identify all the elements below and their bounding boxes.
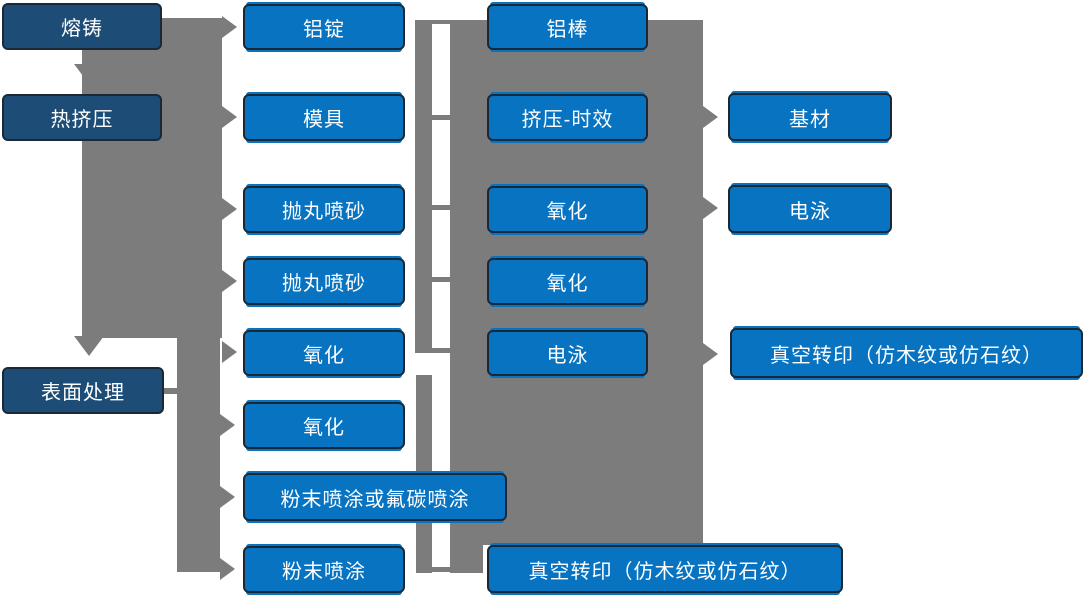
arrow-to-powder-coating-icon — [220, 558, 235, 580]
arrow-to-base-material-icon — [703, 106, 718, 128]
connector-row5 — [432, 348, 450, 353]
node-label: 粉末喷涂 — [282, 561, 366, 583]
node-melting-casting: 熔铸 — [2, 3, 162, 50]
node-extrusion-aging: 挤压-时效 — [487, 94, 648, 141]
arrow-down-to-surface-treatment-icon — [74, 336, 104, 356]
node-label: 氧化 — [546, 273, 589, 295]
node-label: 基材 — [789, 108, 831, 131]
node-label: 真空转印（仿木纹或仿石纹） — [770, 344, 1043, 367]
node-shot-blasting-1: 抛丸喷砂 — [243, 186, 405, 233]
node-label: 模具 — [303, 109, 345, 131]
node-label: 挤压-时效 — [521, 109, 614, 131]
connector-row1 — [432, 20, 450, 24]
node-oxidation-4: 氧化 — [487, 258, 648, 305]
node-label: 热挤压 — [50, 109, 114, 131]
node-powder-coating: 粉末喷涂 — [243, 546, 405, 593]
connector-row3 — [432, 205, 450, 210]
node-label: 电泳 — [789, 200, 831, 223]
arrow-to-vacuum-transfer-right-icon — [703, 343, 718, 365]
connector-surface-stub — [164, 388, 177, 394]
connector-row4 — [432, 277, 450, 282]
node-label: 粉末喷涂或氟碳喷涂 — [280, 488, 470, 511]
node-label: 抛丸喷砂 — [282, 201, 366, 223]
arrow-to-oxidation-1-icon — [222, 341, 237, 363]
node-oxidation-1: 氧化 — [243, 330, 405, 376]
arrow-to-powder-fluorocarbon-icon — [220, 486, 235, 508]
node-label: 熔铸 — [61, 18, 103, 40]
panel-bottom-extension — [450, 545, 483, 573]
node-aluminum-rod: 铝棒 — [487, 4, 648, 50]
node-base-material: 基材 — [728, 93, 892, 141]
node-label: 氧化 — [303, 417, 345, 439]
arrow-to-electrophoresis-2-icon — [703, 197, 718, 219]
node-shot-blasting-2: 抛丸喷砂 — [243, 258, 405, 305]
node-surface-treatment: 表面处理 — [2, 367, 164, 414]
bus-left-lower — [177, 338, 220, 572]
arrow-to-aluminum-ingot-icon — [222, 16, 237, 38]
node-label: 表面处理 — [41, 382, 125, 404]
arrow-to-shot-blasting-1-icon — [222, 198, 237, 220]
node-powder-or-fluorocarbon: 粉末喷涂或氟碳喷涂 — [243, 473, 507, 521]
node-aluminum-ingot: 铝锭 — [243, 4, 405, 50]
arrow-to-shot-blasting-2-icon — [222, 270, 237, 292]
arrow-down-to-hot-extrusion-icon — [74, 64, 104, 84]
node-oxidation-2: 氧化 — [243, 402, 405, 449]
node-label: 氧化 — [303, 344, 345, 367]
node-label: 铝锭 — [303, 18, 345, 41]
node-label: 抛丸喷砂 — [282, 273, 366, 295]
node-label: 电泳 — [546, 344, 589, 367]
connector-bottom — [432, 567, 450, 572]
node-label: 铝棒 — [546, 18, 589, 41]
node-label: 氧化 — [546, 201, 589, 223]
node-electrophoresis-2: 电泳 — [728, 185, 892, 233]
bus-middle-upper — [415, 20, 432, 353]
node-vacuum-transfer-right: 真空转印（仿木纹或仿石纹） — [730, 328, 1083, 378]
node-electrophoresis-1: 电泳 — [487, 330, 648, 376]
node-oxidation-3: 氧化 — [487, 186, 648, 233]
node-label: 真空转印（仿木纹或仿石纹） — [528, 560, 802, 583]
arrow-to-mold-icon — [222, 106, 237, 128]
connector-row2 — [432, 115, 450, 120]
node-hot-extrusion: 热挤压 — [2, 94, 162, 141]
node-vacuum-transfer-bottom: 真空转印（仿木纹或仿石纹） — [487, 545, 843, 593]
node-mold: 模具 — [243, 94, 405, 141]
arrow-to-oxidation-2-icon — [220, 414, 235, 436]
bus-left-main — [82, 18, 222, 338]
